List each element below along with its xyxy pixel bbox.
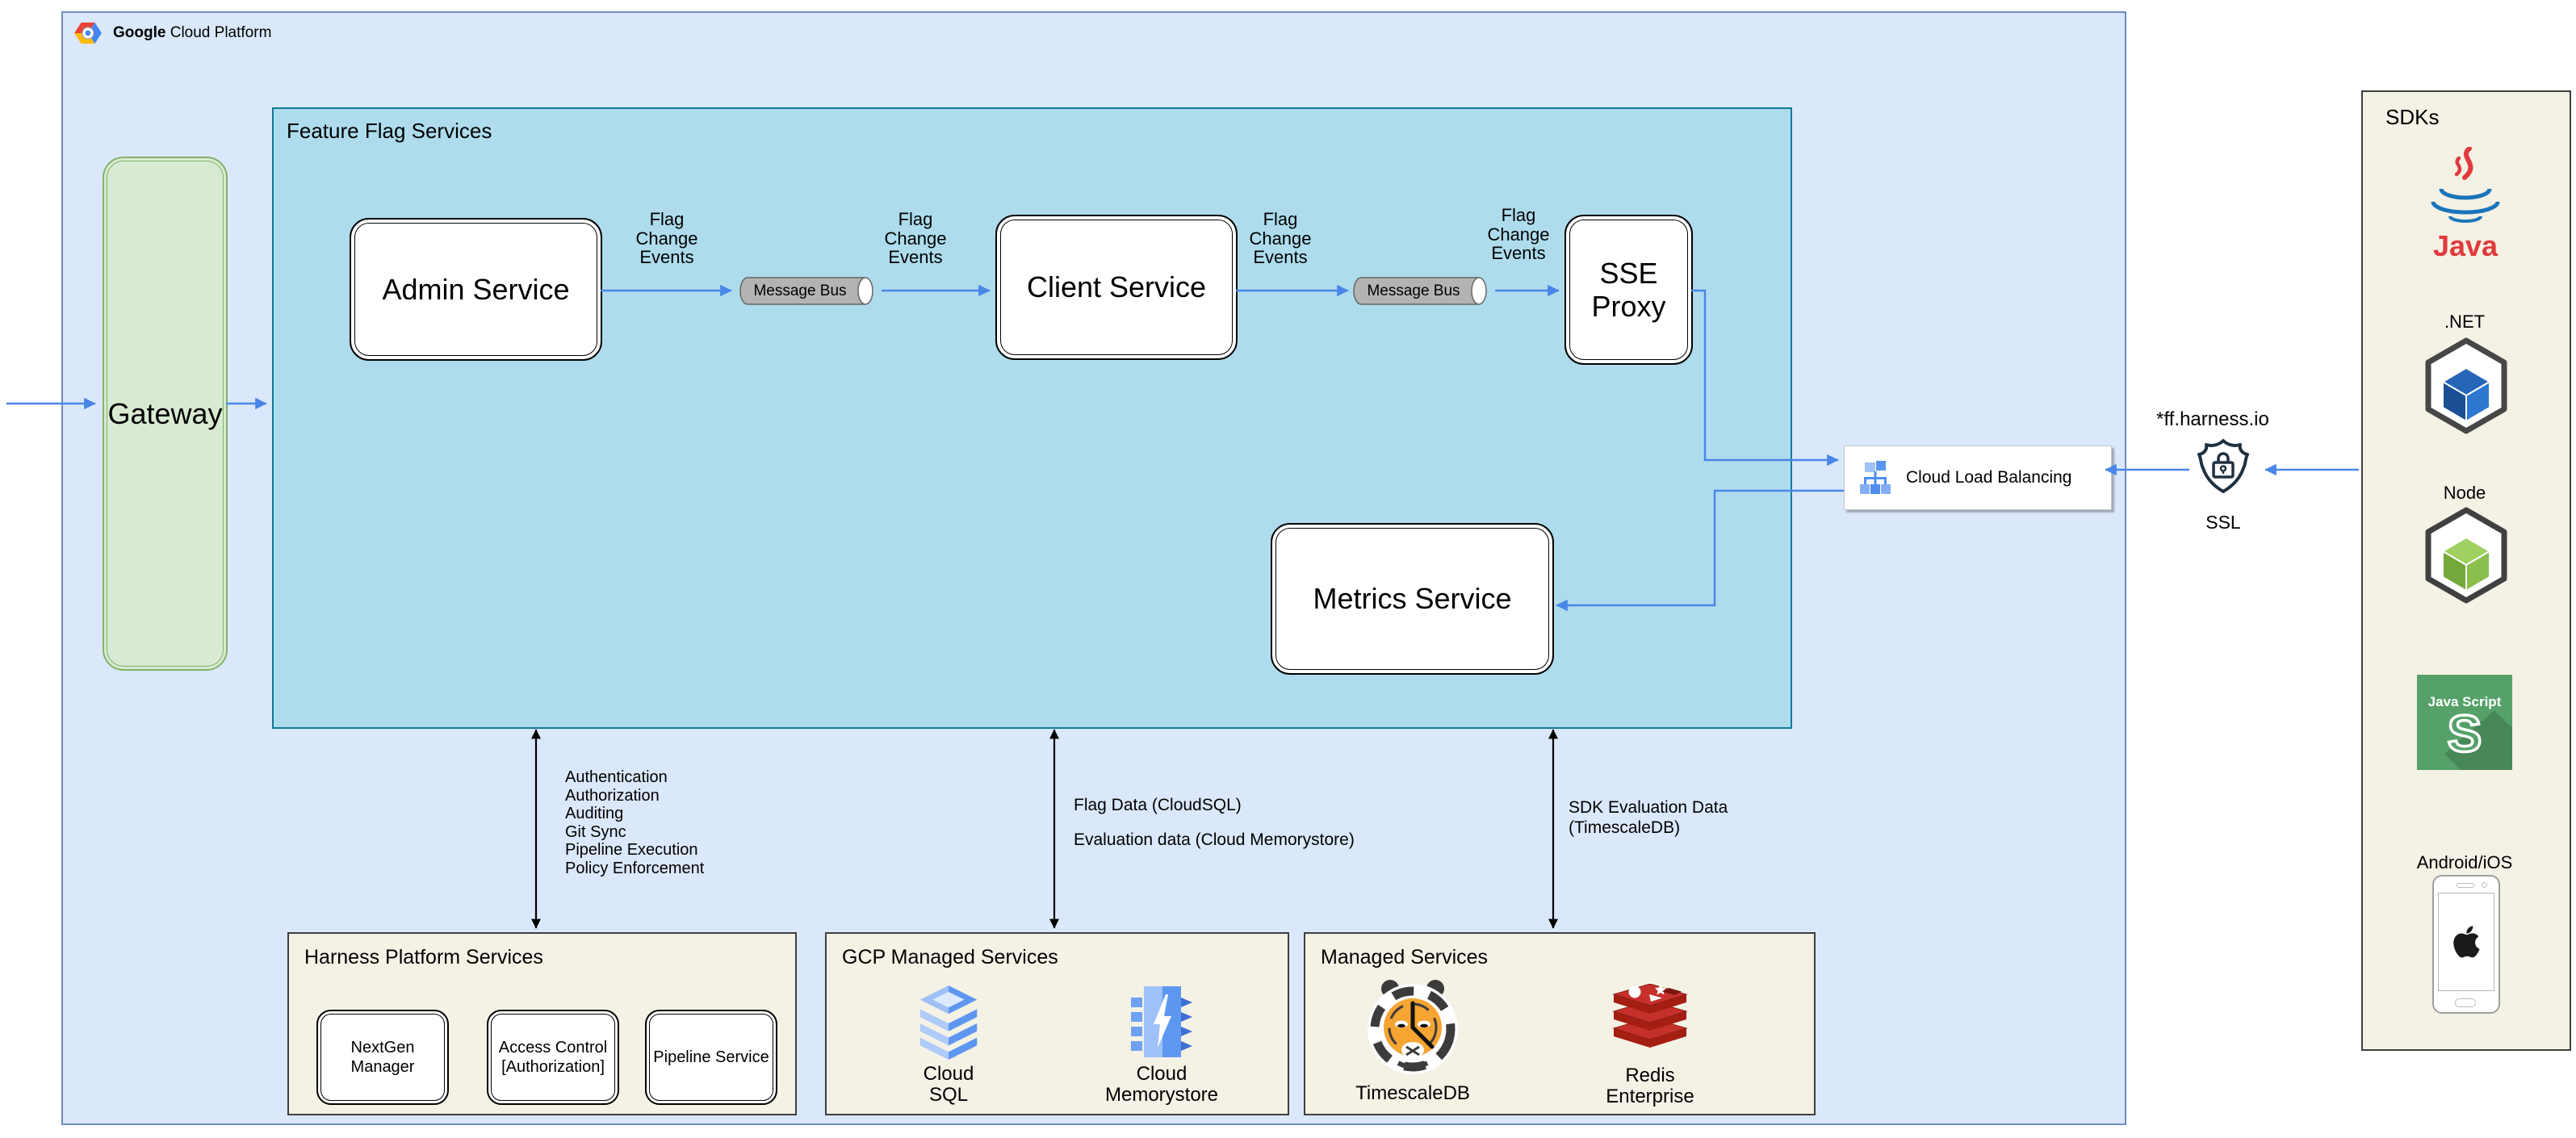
phone-home-button	[2455, 998, 2476, 1007]
flag-data-annotation: Flag Data (CloudSQL)	[1074, 796, 1242, 814]
gcp-title-brand: Google	[113, 24, 166, 41]
cloud-memorystore-label: Cloud Memorystore	[1104, 1063, 1219, 1106]
cloud-load-balancing-label: Cloud Load Balancing	[1906, 468, 2072, 487]
harness-platform-services-title: Harness Platform Services	[304, 946, 543, 969]
load-balancer-icon	[1860, 461, 1891, 494]
gcp-managed-services-box: GCP Managed Services	[825, 932, 1289, 1115]
cloud-sql-label: Cloud SQL	[923, 1063, 974, 1106]
metrics-service-node: Metrics Service	[1271, 523, 1554, 675]
flag-change-events-label: Flag Change Events	[635, 209, 698, 267]
node-icon	[2425, 507, 2507, 604]
flag-change-events-label: Flag Change Events	[1487, 205, 1550, 263]
nextgen-manager-node: NextGen Manager	[316, 1010, 449, 1105]
ssl-label: SSL	[2205, 512, 2241, 533]
managed-services-title: Managed Services	[1321, 946, 1489, 969]
mobile-label: Android/iOS	[2416, 852, 2513, 872]
client-service-node: Client Service	[995, 215, 1238, 360]
javascript-icon: Java Script S	[2417, 675, 2512, 770]
message-bus-1: Message Bus	[739, 276, 880, 306]
access-control-node: Access Control [Authorization]	[487, 1010, 619, 1105]
apple-icon	[2453, 926, 2480, 958]
sdk-evaluation-annotation: SDK Evaluation Data (TimescaleDB)	[1569, 798, 1728, 837]
sdks-title: SDKs	[2385, 105, 2440, 129]
gateway-label: Gateway	[107, 396, 223, 430]
javascript-letter: S	[2446, 703, 2483, 764]
access-control-label: Access Control [Authorization]	[498, 1039, 608, 1076]
redis-icon	[1612, 984, 1688, 1048]
cloud-load-balancing-node: Cloud Load Balancing	[1844, 446, 2112, 510]
phone-screen	[2438, 893, 2494, 991]
cloud-sql-icon	[919, 985, 978, 1061]
feature-flag-services-title: Feature Flag Services	[287, 119, 492, 143]
flag-change-events-label: Flag Change Events	[1249, 209, 1312, 267]
cloud-memorystore-icon	[1131, 986, 1192, 1057]
message-bus-icon	[739, 277, 873, 305]
gcp-title-product: Cloud Platform	[165, 24, 272, 41]
sse-proxy-label: SSE Proxy	[1591, 256, 1666, 323]
flag-change-events-label: Flag Change Events	[884, 209, 947, 267]
timescaledb-label: TimescaleDB	[1355, 1082, 1470, 1104]
pipeline-service-node: Pipeline Service	[645, 1010, 777, 1105]
phone-camera	[2482, 882, 2487, 888]
redis-label: Redis Enterprise	[1606, 1065, 1694, 1107]
message-bus-2: Message Bus	[1353, 276, 1493, 306]
message-bus-label: Message Bus	[1367, 282, 1460, 299]
javascript-shadow	[2444, 710, 2512, 770]
timescaledb-icon	[1368, 980, 1458, 1074]
admin-service-node: Admin Service	[350, 218, 602, 361]
metrics-service-label: Metrics Service	[1313, 582, 1512, 616]
dotnet-icon	[2425, 337, 2507, 434]
ssl-shield-icon	[2197, 439, 2249, 493]
javascript-title: Java Script	[2427, 694, 2502, 709]
gcp-logo-icon	[74, 22, 102, 44]
pipeline-service-label: Pipeline Service	[653, 1048, 769, 1066]
admin-service-label: Admin Service	[382, 272, 570, 306]
node-label: Node	[2443, 483, 2486, 503]
java-icon	[2431, 147, 2500, 223]
mobile-phone-icon	[2432, 875, 2500, 1014]
sse-proxy-node: SSE Proxy	[1564, 215, 1693, 365]
java-label: Java	[2432, 229, 2499, 262]
message-bus-label: Message Bus	[753, 282, 847, 299]
ssl-domain-label: *ff.harness.io	[2156, 408, 2269, 430]
gcp-managed-services-title: GCP Managed Services	[842, 946, 1058, 969]
harness-link-annotation: Authentication Authorization Auditing Gi…	[565, 768, 705, 877]
client-service-label: Client Service	[1026, 270, 1207, 304]
gateway-node: Gateway	[103, 157, 228, 671]
nextgen-manager-label: NextGen Manager	[350, 1039, 415, 1076]
phone-speaker	[2457, 883, 2474, 888]
message-bus-icon	[1353, 277, 1487, 305]
feature-flag-services-box	[272, 107, 1792, 729]
gcp-title: Google Cloud Platform	[113, 24, 271, 42]
dotnet-label: .NET	[2444, 312, 2486, 332]
evaluation-data-annotation: Evaluation data (Cloud Memorystore)	[1074, 830, 1355, 849]
